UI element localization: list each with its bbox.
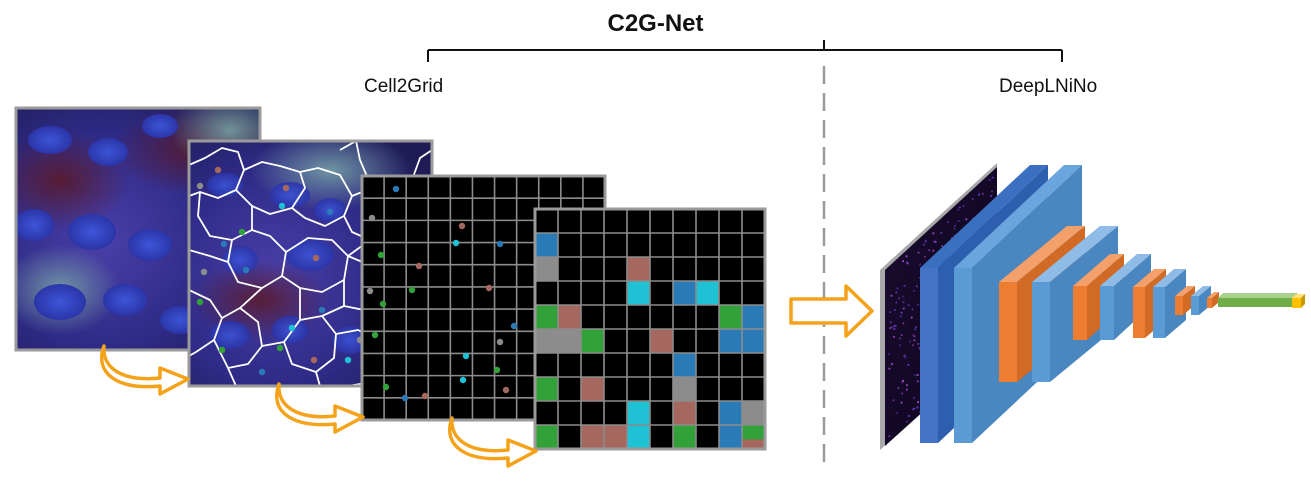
cell2grid-label: Cell2Grid — [364, 76, 444, 97]
transition-arrows — [100, 344, 538, 468]
section-bracket — [427, 40, 1063, 62]
deeplnino-label: DeepLNiNo — [999, 76, 1098, 97]
colored-grid-image — [533, 207, 767, 451]
diagram-title: C2G-Net — [607, 10, 704, 37]
deeplnino-network — [880, 163, 1305, 450]
to-network-arrow — [789, 284, 874, 338]
